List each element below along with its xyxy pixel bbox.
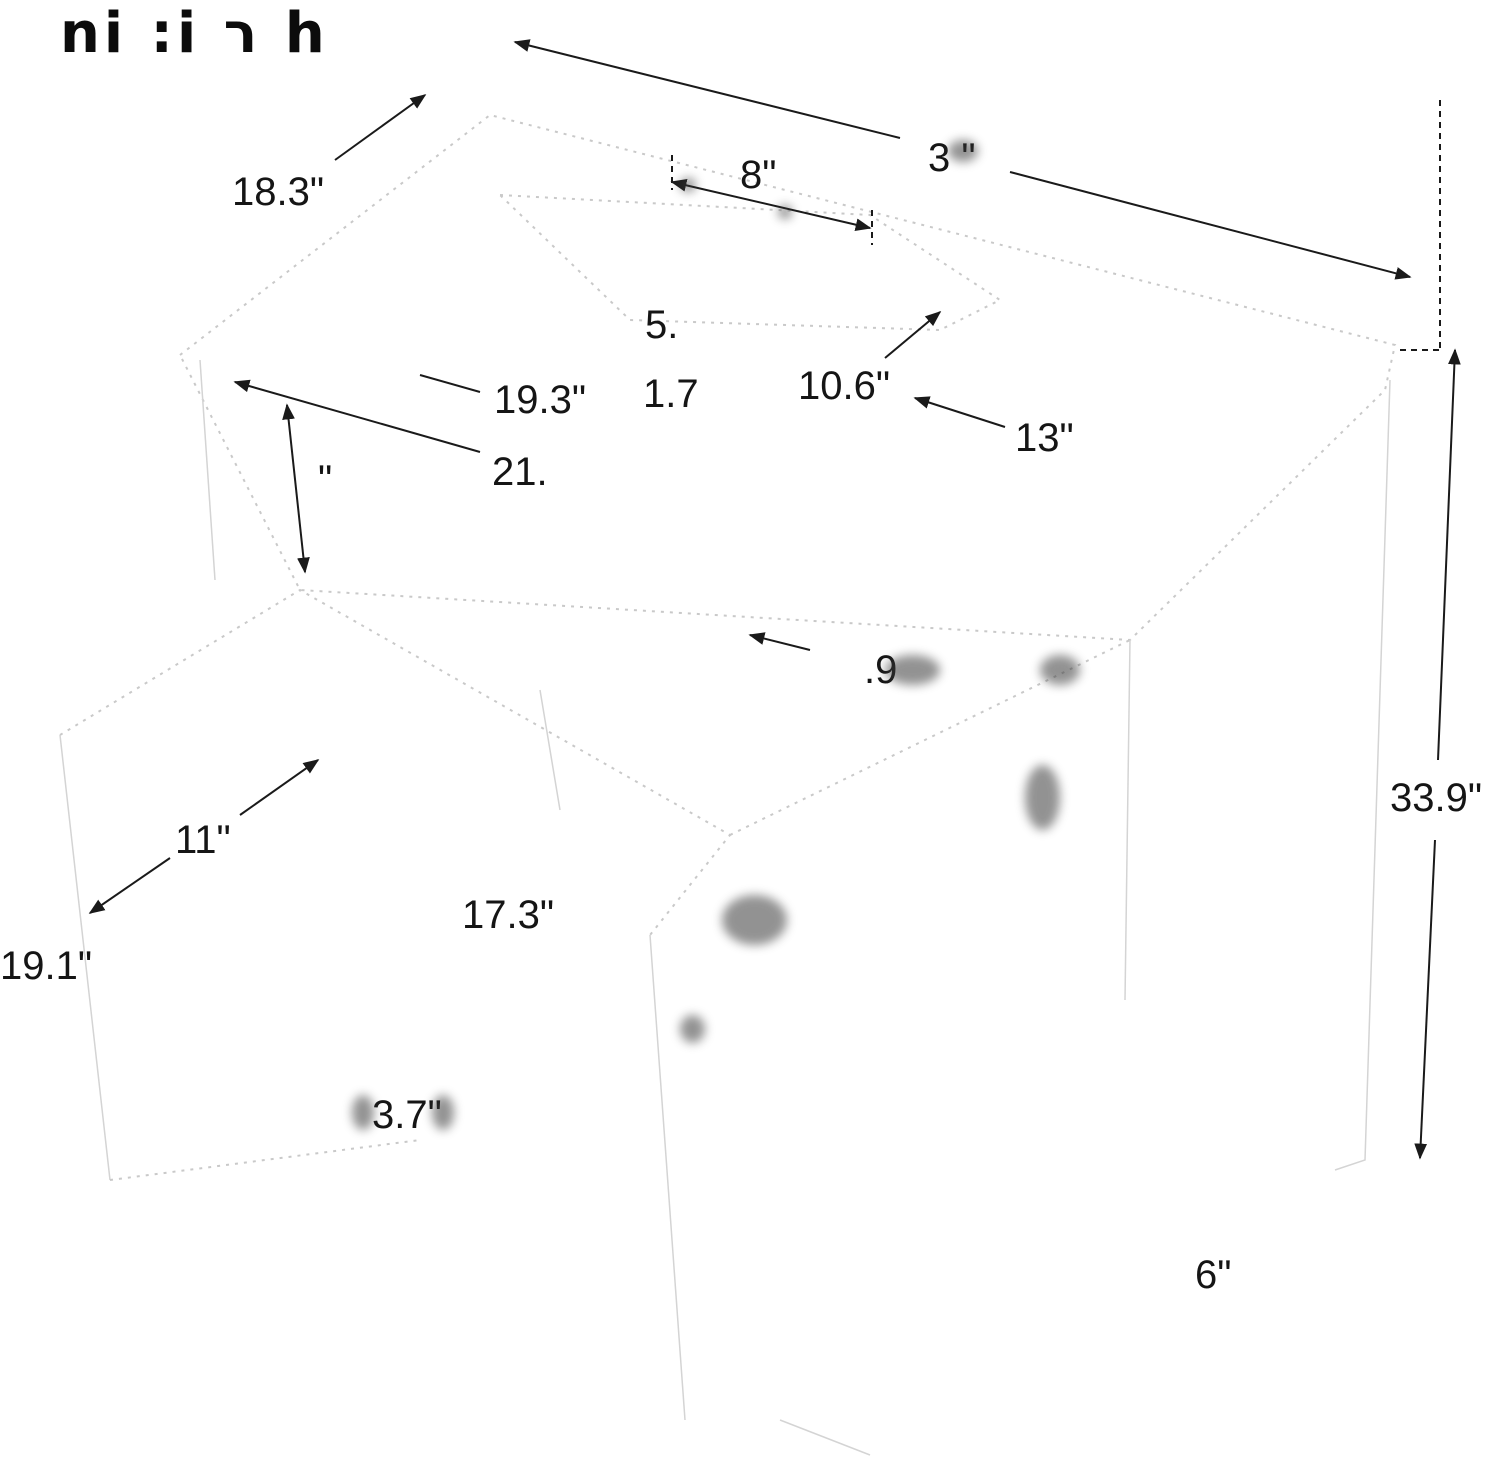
top-slot-width-label: 8" [740, 153, 777, 197]
bottom-right-label: 6" [1195, 1253, 1232, 1297]
shelf-height-arrow [282, 403, 310, 574]
top-center-label: 5. [645, 303, 679, 347]
cabinet-bottom [779, 1419, 871, 1456]
cabinet-front-left [649, 934, 686, 1421]
drawer-depth-label: 11" [175, 818, 231, 862]
drawer-width-label: 19.1" [0, 944, 93, 988]
middle-arrow [748, 632, 811, 651]
smudge-artifact [885, 655, 940, 685]
right-side-panel [1334, 379, 1391, 1171]
drawer-height-label: 3.7" [372, 1093, 442, 1137]
shelf-height-label: " [318, 458, 333, 502]
smudge-artifact [948, 140, 978, 162]
smudge-artifact [1040, 655, 1080, 685]
top-small-label: 1.7 [643, 372, 699, 416]
height-arrow-top [1437, 348, 1461, 761]
width-arrow-right [1009, 171, 1412, 280]
drawer-width-arrow [88, 857, 171, 914]
drawer-front-label: 17.3" [462, 893, 555, 937]
height-arrow-bottom [1414, 839, 1436, 1160]
drawer-depth-arrow [239, 759, 320, 816]
shelf-top-tick [419, 374, 481, 393]
top-shelf-inner-outline [497, 193, 1003, 332]
inner-depth-label: 10.6" [798, 364, 891, 408]
drawer-unit-left [59, 734, 111, 1181]
depth-top-arrow [334, 94, 427, 161]
inner-depth-arrow [884, 310, 942, 359]
drawer-unit-divider [539, 689, 561, 811]
smudge-artifact [352, 1095, 374, 1130]
smudge-artifact [680, 1015, 705, 1043]
top-shelf-width-label: 19.3" [494, 378, 587, 422]
smudge-artifact [722, 895, 787, 945]
drawer-bottom [109, 1139, 421, 1181]
inner-right-arrow [913, 396, 1006, 428]
dimension-arrows [88, 39, 1461, 1160]
smudge-artifact [680, 178, 696, 192]
upper-left-edge [199, 359, 216, 581]
total-height-label: 33.9" [1390, 776, 1483, 820]
smudge-artifact [778, 205, 792, 219]
shelf-front-label: 21. [492, 450, 548, 494]
top-shelf-outline [178, 113, 1397, 642]
right-front-edge [1124, 639, 1131, 1001]
width-arrow-left [513, 39, 901, 139]
shelf-front-arrow [233, 379, 481, 453]
smudge-artifact [432, 1095, 454, 1130]
unit-title: ni :i ר h [60, 1, 329, 66]
slot-arrow [670, 179, 872, 231]
inner-right-label: 13" [1015, 416, 1074, 460]
smudge-artifact [1025, 765, 1060, 830]
top-shelf-depth-label: 18.3" [232, 170, 325, 214]
drawer-unit-top [59, 588, 732, 936]
